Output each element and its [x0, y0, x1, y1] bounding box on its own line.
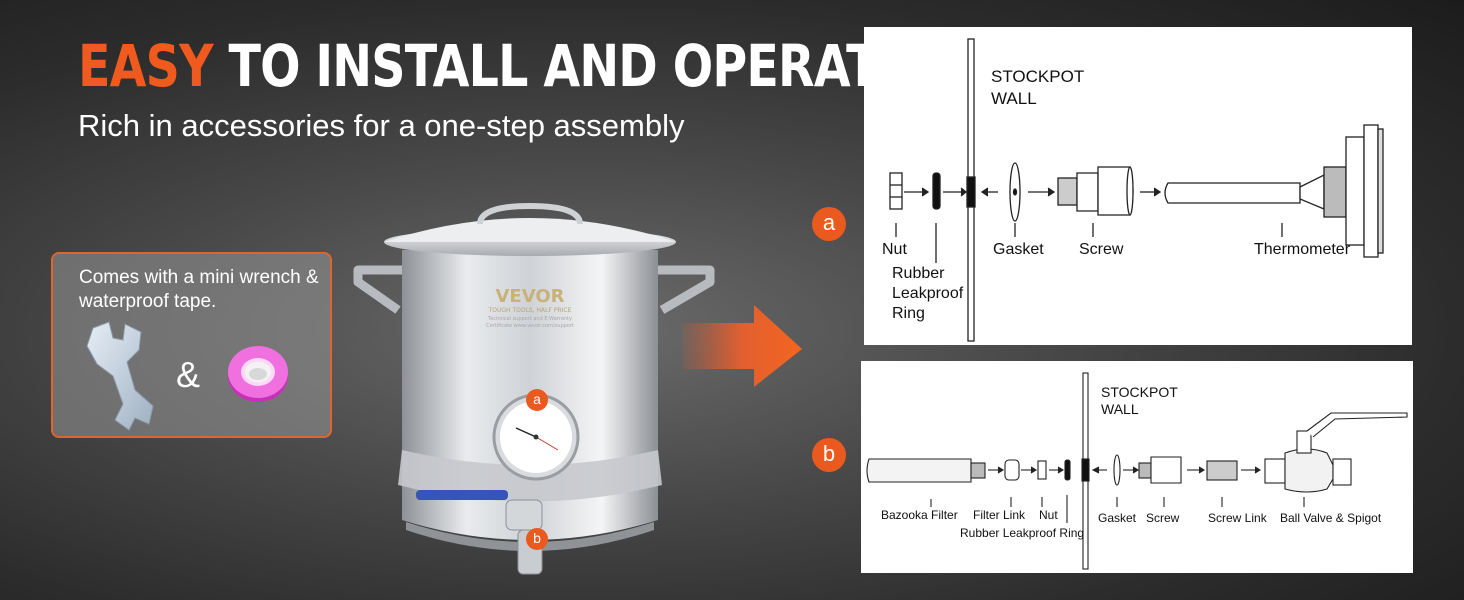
a-wall-label-1: STOCKPOT: [991, 67, 1085, 86]
wrench-icon: [86, 321, 154, 431]
a-label-ring-1: Rubber: [892, 265, 945, 282]
brand-fine-print-2: Certificate www.vevor.com/support: [486, 323, 574, 329]
a-label-ring-3: Ring: [892, 305, 925, 322]
accessories-text: Comes with a mini wrench & waterproof ta…: [79, 267, 319, 312]
pot-marker-b: b: [526, 528, 548, 550]
b-label-ball-valve: Ball Valve & Spigot: [1280, 511, 1382, 525]
a-label-nut: Nut: [882, 241, 907, 258]
headline-rest: TO INSTALL AND OPERATE: [212, 32, 910, 100]
b-label-nut: Nut: [1039, 508, 1058, 522]
ampersand: &: [176, 354, 201, 395]
b-wall-label-2: WALL: [1101, 401, 1139, 417]
a-wall-label-2: WALL: [991, 89, 1037, 108]
b-label-screw-link: Screw Link: [1208, 511, 1267, 525]
b-label-filter-link: Filter Link: [973, 508, 1026, 522]
diagram-b-drawing: [866, 372, 1408, 570]
diagram-a-drawing: [889, 38, 1384, 342]
b-label-bazooka: Bazooka Filter: [881, 508, 958, 522]
brand-tagline: TOUGH TOOLS, HALF PRICE: [488, 307, 572, 314]
badge-b: b: [812, 438, 846, 472]
diagram-a-panel: STOCKPOT WALL Nut Rubber Leakproof Ring …: [864, 27, 1412, 345]
b-wall-label-1: STOCKPOT: [1101, 384, 1178, 400]
accessories-box: Comes with a mini wrench & waterproof ta…: [51, 252, 332, 438]
b-label-gasket: Gasket: [1098, 511, 1137, 525]
a-label-screw: Screw: [1079, 241, 1124, 258]
orange-arrow-icon: [682, 305, 802, 387]
tape-roll-icon: [228, 346, 288, 402]
a-label-thermometer: Thermometer: [1254, 241, 1351, 258]
subheadline: Rich in accessories for a one-step assem…: [78, 108, 685, 143]
b-label-screw: Screw: [1146, 511, 1180, 525]
brand-fine-print-1: Technical support and E-Warranty: [487, 316, 572, 322]
diagram-b-panel: STOCKPOT WALL Bazooka Filter Filter Link…: [861, 361, 1413, 573]
pot-marker-a: a: [526, 389, 548, 411]
headline: EASY TO INSTALL AND OPERATE: [78, 30, 910, 102]
brand-logo: VEVOR: [495, 286, 564, 307]
valve-handle: [416, 490, 508, 500]
headline-accent: EASY: [78, 32, 214, 100]
b-label-ring: Rubber Leakproof Ring: [960, 526, 1085, 540]
a-label-ring-2: Leakproof: [892, 285, 964, 302]
badge-a: a: [812, 207, 846, 241]
a-label-gasket: Gasket: [993, 241, 1044, 258]
